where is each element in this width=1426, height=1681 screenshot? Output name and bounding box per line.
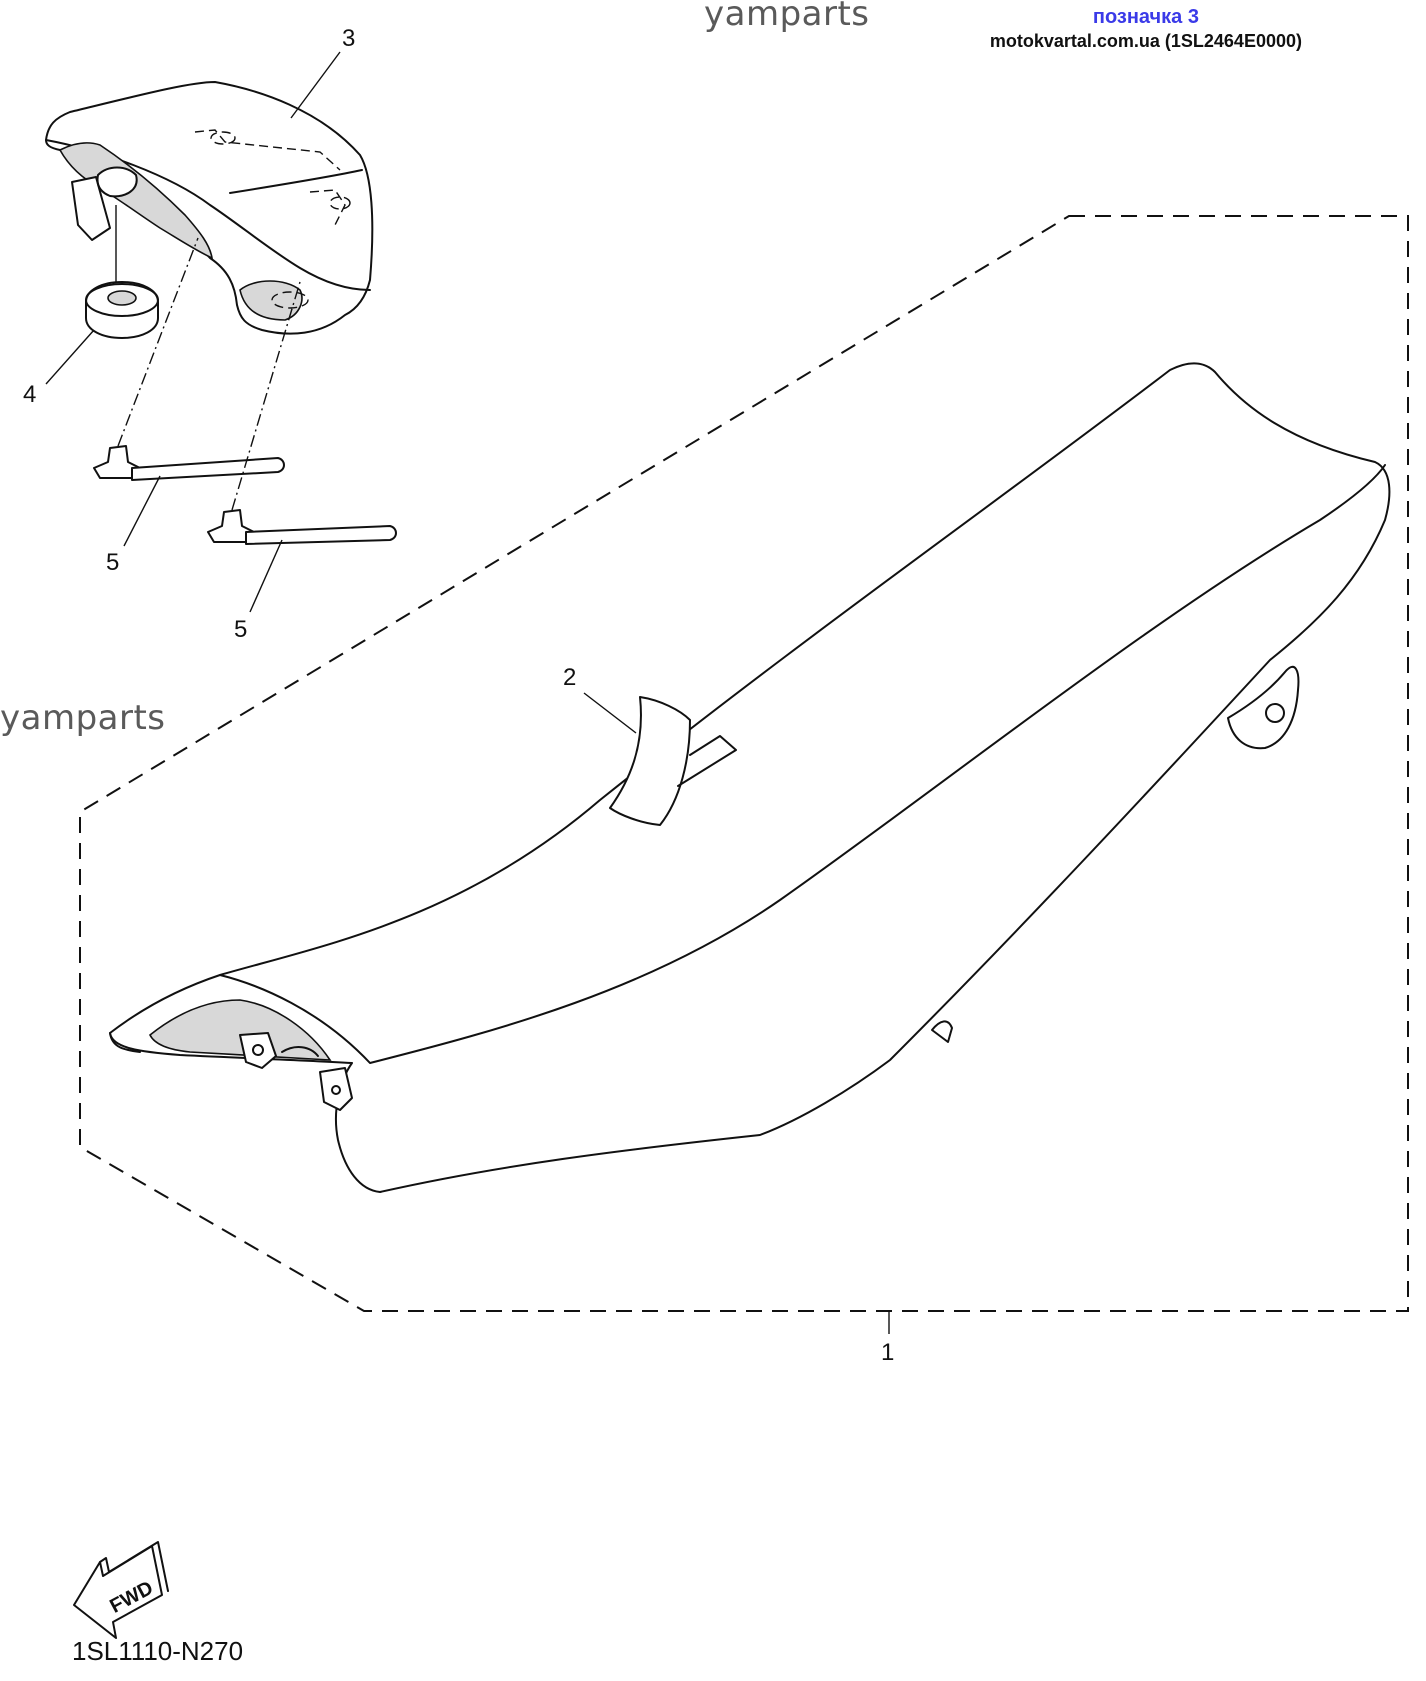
grommet-body (85, 281, 159, 339)
band-upper-clip (93, 445, 141, 479)
diagram-code: 1SL1110-N270 (72, 1636, 244, 1666)
band-part-5-lower (207, 281, 397, 545)
cover-hidden-boss-mid (329, 196, 351, 210)
strap-slot (677, 735, 737, 787)
band-lower-centerline (231, 281, 301, 511)
seat-part-1 (109, 362, 1391, 1193)
callout-5a: 5 (106, 549, 119, 576)
bracket-hole (252, 1044, 264, 1056)
tag-label: позначка 3 (1092, 6, 1199, 28)
leader-3 (290, 51, 341, 119)
seat-side-bump (931, 1020, 953, 1043)
cover-top-line (229, 169, 363, 194)
callout-1: 1 (881, 1339, 894, 1366)
seat-front-clip (281, 1046, 319, 1057)
seat-strap-part-2 (609, 696, 737, 826)
cover-hidden-top (194, 129, 341, 171)
watermark-top: yamparts (704, 0, 870, 34)
grommet-top (85, 283, 159, 317)
band-lower-clip (207, 509, 255, 543)
tag-source: motokvartal.com.ua (1SL2464E0000) (989, 31, 1302, 51)
cover-hidden-boss-low (271, 291, 309, 309)
seat-nose (109, 1032, 141, 1053)
fwd-arrow-depth (99, 1541, 169, 1592)
seat-rear-tab (1227, 665, 1300, 750)
seat-front-bracket (239, 1032, 277, 1069)
callout-2: 2 (563, 664, 576, 691)
watermark-left: yamparts (0, 698, 166, 738)
strap (609, 696, 691, 826)
cover-rear-lower (239, 280, 303, 321)
callout-4: 4 (23, 381, 36, 408)
seat-front-underside (148, 999, 332, 1061)
seat-body (109, 362, 1391, 1193)
hook-hole (331, 1085, 341, 1095)
band-upper-centerline (117, 237, 199, 447)
cover-part-3 (45, 81, 374, 335)
cover-hidden-boss-top (210, 131, 236, 145)
part-tag: позначка 3 motokvartal.com.ua (1SL2464E0… (990, 6, 1302, 52)
band-upper-strap (131, 457, 285, 481)
grommet-hole (107, 290, 137, 306)
cover-grommet-boss (96, 166, 138, 198)
band-lower-strap (245, 525, 397, 545)
fwd-arrow-icon: FWD (73, 1541, 169, 1639)
seat-hook-bracket (319, 1067, 353, 1111)
leader-5a (123, 475, 161, 547)
grommet-part-4 (85, 205, 159, 339)
fwd-arrow-shape (73, 1545, 163, 1639)
rear-tab-hole (1265, 703, 1285, 723)
callout-3: 3 (342, 25, 355, 52)
callout-5b: 5 (234, 616, 247, 643)
assembly-boundary (79, 215, 1409, 1312)
seat-top-ridge (219, 464, 1386, 1064)
leader-4 (45, 329, 95, 385)
cover-side-tab (71, 176, 111, 241)
leader-5b (249, 539, 283, 613)
leader-2 (583, 692, 637, 734)
cover-hidden-mid (309, 189, 346, 226)
